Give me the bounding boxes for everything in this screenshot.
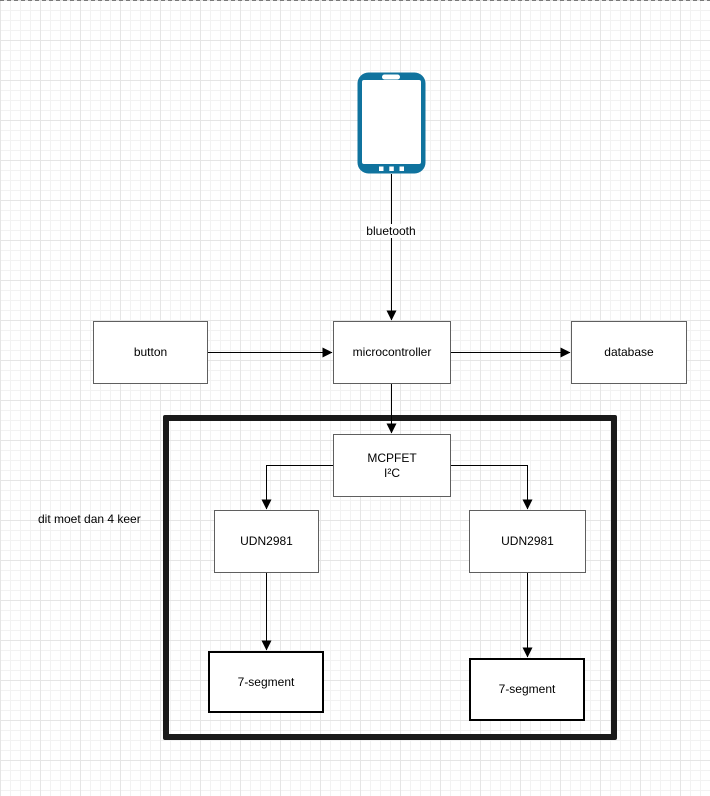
annotation-text[interactable]: dit moet dan 4 keer (38, 512, 141, 526)
node-7segment-left-label: 7-segment (237, 674, 295, 689)
node-udn2981-left-label: UDN2981 (240, 534, 293, 548)
node-button[interactable]: button (93, 321, 208, 384)
node-mcpfet-i2c[interactable]: MCPFET I²C (333, 434, 451, 497)
bluetooth-edge-label[interactable]: bluetooth (364, 224, 418, 238)
node-microcontroller-label: microcontroller (352, 345, 432, 359)
canvas-top-edge (0, 0, 710, 1)
node-udn2981-right[interactable]: UDN2981 (469, 510, 586, 573)
edge-mcpfet-to-udn-left[interactable] (261, 465, 334, 510)
node-7segment-right[interactable]: 7-segment (469, 658, 585, 721)
node-database[interactable]: database (571, 321, 687, 384)
node-microcontroller[interactable]: microcontroller (333, 321, 451, 384)
node-udn2981-left[interactable]: UDN2981 (214, 510, 319, 573)
node-database-label: database (604, 345, 654, 359)
edge-mcpfet-to-udn-right[interactable] (451, 465, 533, 510)
group-container[interactable] (163, 415, 617, 740)
node-7segment-right-label: 7-segment (498, 682, 556, 696)
smartphone-icon[interactable] (357, 72, 426, 174)
node-button-label: button (133, 345, 168, 359)
node-udn2981-right-label: UDN2981 (501, 534, 554, 548)
node-mcpfet-i2c-label: MCPFET I²C (367, 450, 417, 480)
node-7segment-left[interactable]: 7-segment (208, 651, 324, 713)
